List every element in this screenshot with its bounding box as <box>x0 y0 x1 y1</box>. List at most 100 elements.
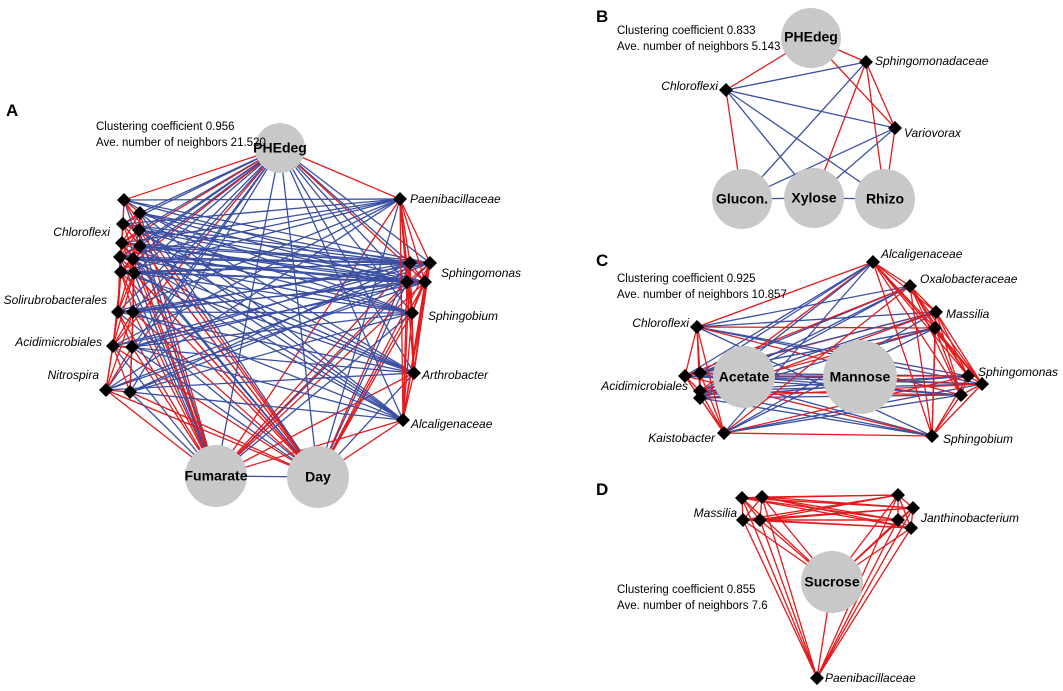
edge-a-cross <box>105 262 431 391</box>
taxon-label-c-massilia: Massilia <box>946 307 990 321</box>
average-neighbors-b: Ave. number of neighbors 5.143 <box>617 41 780 53</box>
edge-c-right <box>909 285 937 313</box>
node-d <box>891 488 905 502</box>
hub-label-d-sucrose: Sucrose <box>804 574 859 590</box>
edge-a-cross <box>121 198 401 244</box>
hub-label-b-rhizo: Rhizo <box>866 191 904 207</box>
edge-c-cross <box>723 394 962 434</box>
edge-a-cross <box>131 262 411 348</box>
edge-c-right <box>934 327 962 396</box>
edge-c-right <box>931 383 983 437</box>
edge-a-cross <box>129 262 411 393</box>
edge-a-right <box>399 198 426 283</box>
edge-c-left <box>696 326 725 434</box>
edge-c-cross <box>696 311 937 328</box>
edge-a-right <box>402 281 408 421</box>
node-a <box>418 275 432 289</box>
hub-b-phedeg <box>781 8 841 68</box>
edge-a-cross <box>139 245 411 264</box>
edge-a-day <box>105 389 319 478</box>
edge-a-left <box>117 311 133 348</box>
node-c <box>928 321 942 335</box>
edge-c-right <box>935 311 969 377</box>
hub-c-acetate <box>713 346 775 408</box>
taxon-label-a-chloroflexi: Chloroflexi <box>53 225 110 239</box>
edge-a-left <box>123 199 140 231</box>
hub-a-phedeg <box>255 123 305 173</box>
edge-d-top <box>761 496 899 521</box>
edge-c-right <box>872 261 933 437</box>
taxon-label-b-variovorax: Variovorax <box>904 126 962 140</box>
taxon-label-b-sphingomonadaceae: Sphingomonadaceae <box>875 54 989 68</box>
edge-a-cross <box>120 198 401 273</box>
edge-b <box>741 61 867 200</box>
edge-a-fumarate <box>215 198 401 477</box>
edge-b <box>865 61 896 129</box>
edge-c-right <box>934 327 969 377</box>
edge-d-top <box>759 494 899 521</box>
hub-label-b-phedeg: PHEdeg <box>784 29 838 45</box>
hub-label-c-acetate: Acetate <box>719 369 770 385</box>
edge-a-right <box>402 281 426 421</box>
edge-a-cross <box>105 372 415 391</box>
edge-a-cross <box>122 223 431 264</box>
edge-c-right <box>872 261 911 287</box>
edge-a-cross <box>121 242 415 374</box>
edge-a-cross <box>120 271 415 374</box>
taxon-label-d-paenibacillaceae: Paenibacillaceae <box>825 671 916 685</box>
edge-a-day <box>117 311 319 478</box>
panel-c: C Clustering coefficient 0.925 Ave. numb… <box>596 247 1058 446</box>
edge-a-cross <box>131 312 413 348</box>
clustering-coefficient-a: Clustering coefficient 0.956 <box>96 121 235 133</box>
edge-a-hubs <box>215 147 281 477</box>
edge-a-cross <box>123 199 415 374</box>
node-a <box>393 192 407 206</box>
edge-a-cross <box>123 199 426 283</box>
edge-a-cross <box>123 198 401 201</box>
node-c <box>690 320 704 334</box>
edge-a-cross <box>129 312 413 393</box>
node-c <box>954 388 968 402</box>
node-d <box>755 490 769 504</box>
node-a <box>126 305 140 319</box>
taxon-label-c-oxalobacteraceae: Oxalobacteraceae <box>920 272 1018 286</box>
edge-a-cross <box>132 258 413 314</box>
node-a <box>111 305 125 319</box>
edge-c-right <box>931 327 936 437</box>
node-d <box>736 513 750 527</box>
edge-d-bottom <box>759 519 818 679</box>
panel-b: B Clustering coefficient 0.833 Ave. numb… <box>596 7 989 207</box>
node-d <box>735 491 749 505</box>
edge-a-cross <box>132 281 408 313</box>
edge-a-cross <box>132 311 404 421</box>
edge-a-fumarate <box>215 312 413 477</box>
edge-d-top <box>761 496 914 509</box>
node-c <box>961 369 975 383</box>
node-a <box>403 256 417 270</box>
taxon-label-c-acidimicrobiales: Acidimicrobiales <box>600 379 688 393</box>
edge-a-left <box>119 229 140 258</box>
edge-a-cross <box>119 198 401 258</box>
edge-a-right <box>399 198 404 421</box>
node-c <box>866 255 880 269</box>
edge-a-left <box>105 346 133 391</box>
node-a <box>407 366 421 380</box>
edge-a-cross <box>133 272 404 421</box>
edge-b <box>725 89 886 200</box>
node-c <box>693 391 707 405</box>
node-d <box>891 513 905 527</box>
edge-c-right <box>934 327 983 385</box>
panel-d: D Clustering coefficient 0.855 Ave. numb… <box>596 480 1019 685</box>
edge-a-left <box>105 311 134 391</box>
taxon-label-c-alcaligenaceae: Alcaligenaceae <box>880 247 963 261</box>
taxon-label-a-solirubrobacterales: Solirubrobacterales <box>4 293 107 307</box>
taxon-label-a-paenibacillaceae: Paenibacillaceae <box>410 192 501 206</box>
edge-d-top <box>759 519 912 529</box>
edge-a-day <box>123 199 319 478</box>
taxon-label-d-massilia: Massilia <box>694 506 738 520</box>
edge-a-phedeg <box>122 147 281 225</box>
edge-a-day <box>317 198 401 478</box>
taxon-label-a-sphingomonas: Sphingomonas <box>441 266 521 280</box>
edge-c-right <box>935 311 962 396</box>
taxon-label-a-sphingobium: Sphingobium <box>428 309 498 323</box>
